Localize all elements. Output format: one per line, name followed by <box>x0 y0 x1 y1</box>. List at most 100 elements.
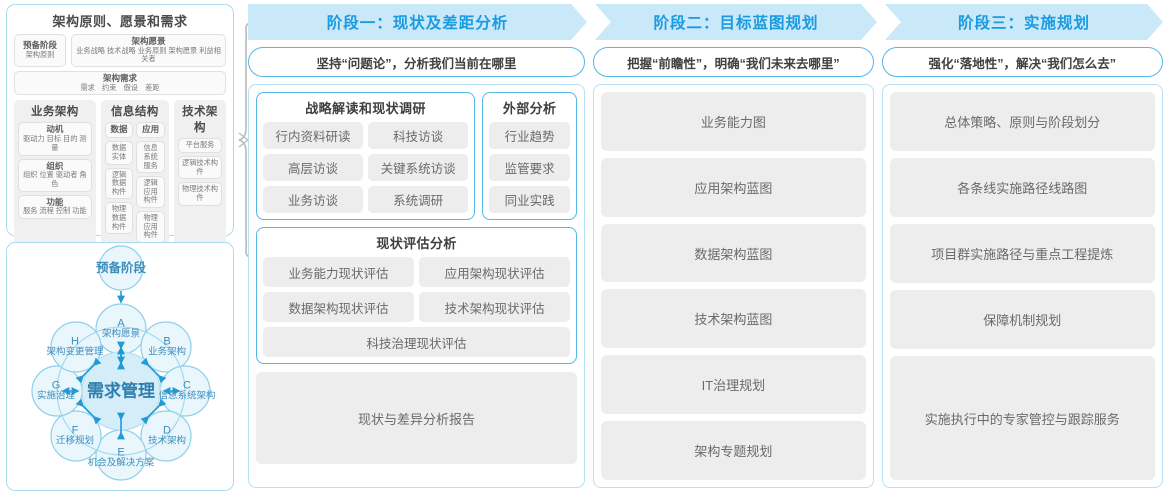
phase-3-block[interactable]: 各条线实施路径线路图 <box>889 158 1155 218</box>
chip-item[interactable]: 应用架构现状评估 <box>419 257 571 287</box>
cell-sub: 信息系统服务 <box>143 143 158 170</box>
chip-item[interactable]: 高层访谈 <box>263 154 364 181</box>
cell-sub: 驱动力 目标 目的 测量 <box>23 134 87 152</box>
cell-head: 应用 <box>142 124 160 135</box>
chip-item[interactable]: 科技治理现状评估 <box>263 327 571 357</box>
cell-logical-technology-component: 逻辑技术构件 <box>177 156 222 180</box>
cell-sub: 需求 约束 假设 差距 <box>80 82 160 92</box>
cell-architecture-vision: 架构愿景 业务战略 技术战略 业务原则 架构愿景 利益相关者 <box>71 34 226 68</box>
phase-banner-title: 阶段一：现状及差距分析 <box>326 15 509 32</box>
togaf-domain-columns: 业务架构 动机 驱动力 目标 目的 测量 组织 组织 位置 驱动者 角色 功能 <box>14 100 226 247</box>
phase-2-block[interactable]: 应用架构蓝图 <box>601 157 866 217</box>
subcolumn-data: 数据 数据实体 逻辑数据构件 物理数据构件 <box>104 122 134 243</box>
chip-item[interactable]: 业务访谈 <box>263 186 364 213</box>
left-column: 架构原则、愿景和需求 预备阶段 架构原则 架构愿景 业务战略 技术战略 业务原则… <box>6 4 253 495</box>
chip-item[interactable]: 同业实践 <box>489 186 571 213</box>
chip-item[interactable]: 监管要求 <box>489 154 571 181</box>
cell-application: 应用 <box>136 122 165 139</box>
chip-item[interactable]: 业务能力现状评估 <box>263 257 415 287</box>
cell-head: 动机 <box>46 124 64 135</box>
adm-cycle-graphic <box>31 245 211 481</box>
cell-head: 架构需求 <box>102 73 137 84</box>
phase-1-report-block[interactable]: 现状与差异分析报告 <box>256 372 578 464</box>
phase-2-block[interactable]: IT治理规划 <box>601 355 866 415</box>
phase-3-block[interactable]: 实施执行中的专家管控与跟踪服务 <box>889 356 1155 480</box>
card-strategy-research: 战略解读和现状调研 行内资料研读 科技访谈 高层访谈 关键系统访谈 业务访谈 系… <box>256 92 476 220</box>
cell-sub: 业务战略 技术战略 业务原则 架构愿景 利益相关者 <box>76 45 221 64</box>
chip-item[interactable]: 科技访谈 <box>368 122 469 149</box>
phase-3-body: 总体策略、原则与阶段划分 各条线实施路径线路图 项目群实施路径与重点工程提炼 保… <box>881 84 1163 488</box>
chip-item[interactable]: 数据架构现状评估 <box>263 292 415 322</box>
cell-sub: 物理数据构件 <box>111 204 127 231</box>
card-item-grid: 业务能力现状评估 应用架构现状评估 数据架构现状评估 技术架构现状评估 科技治理… <box>263 257 571 357</box>
card-current-state-assessment: 现状评估分析 业务能力现状评估 应用架构现状评估 数据架构现状评估 技术架构现状… <box>256 227 578 364</box>
card-item-grid: 行内资料研读 科技访谈 高层访谈 关键系统访谈 业务访谈 系统调研 <box>263 122 469 213</box>
cell-sub: 逻辑技术构件 <box>182 158 218 176</box>
phase-column-3: 强化“落地性”，解决“我们怎么去” 总体策略、原则与阶段划分 各条线实施路径线路… <box>881 47 1163 488</box>
cell-organization: 组织 组织 位置 驱动者 角色 <box>18 158 92 192</box>
chip-item[interactable]: 行内资料研读 <box>263 122 364 149</box>
phase-column-1: 坚持“问题论”，分析我们当前在哪里 战略解读和现状调研 行内资料研读 科技访谈 … <box>248 47 586 488</box>
phase-banner-title: 阶段二：目标蓝图规划 <box>653 15 819 32</box>
togaf-band-vision: 预备阶段 架构原则 架构愿景 业务战略 技术战略 业务原则 架构愿景 利益相关者 <box>14 34 226 68</box>
cell-sub: 平台服务 <box>185 140 215 150</box>
phase-2-block[interactable]: 业务能力图 <box>601 92 866 151</box>
phase-columns: 阶段一：现状及差距分析 阶段二：目标蓝图规划 阶段三：实施规划 坚持“问题论”，… <box>248 4 1163 495</box>
phase-2-block[interactable]: 架构专题规划 <box>601 421 866 480</box>
phase-banner-1: 阶段一：现状及差距分析 <box>248 4 587 40</box>
phase-2-block[interactable]: 技术架构蓝图 <box>601 289 866 349</box>
cell-sub: 服务 流程 控制 功能 <box>23 206 87 216</box>
adm-cycle-panel: 预备阶段 需求管理 A 架构愿景 B 业务架构 C 信息系统架构 D 技术架构 … <box>6 242 234 491</box>
cell-sub: 组织 位置 驱动者 角色 <box>23 170 87 188</box>
chip-item[interactable]: 系统调研 <box>368 186 469 213</box>
cell-data: 数据 <box>104 122 134 139</box>
column-title: 技术架构 <box>182 106 218 135</box>
phase-content-row: 坚持“问题论”，分析我们当前在哪里 战略解读和现状调研 行内资料研读 科技访谈 … <box>248 47 1163 488</box>
column-title: 信息结构 <box>111 106 159 119</box>
cell-architecture-requirements: 架构需求 需求 约束 假设 差距 <box>14 71 226 96</box>
phase-banner-3: 阶段三：实施规划 <box>885 4 1163 40</box>
cell-head: 预备阶段 <box>22 40 57 51</box>
phase-2-body: 业务能力图 应用架构蓝图 数据架构蓝图 技术架构蓝图 IT治理规划 架构专题规划 <box>593 84 874 488</box>
phase-3-block[interactable]: 保障机制规划 <box>889 290 1155 350</box>
phase-3-block[interactable]: 总体策略、原则与阶段划分 <box>889 92 1155 152</box>
chip-item[interactable]: 行业趋势 <box>489 122 571 149</box>
card-title: 现状评估分析 <box>376 236 457 251</box>
cell-physical-technology-component: 物理技术构件 <box>177 182 222 206</box>
cell-head: 组织 <box>46 160 64 171</box>
phase-column-2: 把握“前瞻性”，明确“我们未来去哪里” 业务能力图 应用架构蓝图 数据架构蓝图 … <box>593 47 874 488</box>
phase-banner-2: 阶段二：目标蓝图规划 <box>595 4 877 40</box>
chip-item[interactable]: 关键系统访谈 <box>368 154 469 181</box>
togaf-content-framework-panel: 架构原则、愿景和需求 预备阶段 架构原则 架构愿景 业务战略 技术战略 业务原则… <box>6 4 234 295</box>
phase-1-body: 战略解读和现状调研 行内资料研读 科技访谈 高层访谈 关键系统访谈 业务访谈 系… <box>248 84 586 488</box>
card-title: 外部分析 <box>502 101 557 116</box>
adm-node-preliminary: 预备阶段 <box>95 260 146 275</box>
cell-sub: 架构原则 <box>25 50 55 60</box>
togaf-framework-title: 架构原则、愿景和需求 <box>52 14 188 29</box>
cell-logical-application-component: 逻辑应用构件 <box>136 176 165 209</box>
cell-motivation: 动机 驱动力 目标 目的 测量 <box>18 122 92 156</box>
column-information-structure: 信息结构 数据 数据实体 逻辑数据构件 <box>100 100 169 247</box>
cell-physical-data-component: 物理数据构件 <box>104 202 134 235</box>
phase-1-top-row: 战略解读和现状调研 行内资料研读 科技访谈 高层访谈 关键系统访谈 业务访谈 系… <box>256 92 578 220</box>
cell-head: 架构愿景 <box>131 36 166 46</box>
phase-3-block[interactable]: 项目群实施路径与重点工程提炼 <box>889 224 1155 284</box>
cell-sub: 物理应用构件 <box>143 213 158 240</box>
cell-data-entity: 数据实体 <box>104 141 134 165</box>
cell-sub: 逻辑数据构件 <box>111 169 127 196</box>
phase-3-subtitle: 强化“落地性”，解决“我们怎么去” <box>881 47 1163 77</box>
cell-platform-service: 平台服务 <box>177 138 222 154</box>
chip-item[interactable]: 技术架构现状评估 <box>419 292 571 322</box>
phase-2-subtitle: 把握“前瞻性”，明确“我们未来去哪里” <box>593 47 874 77</box>
togaf-band-requirements: 架构需求 需求 约束 假设 差距 <box>14 71 226 96</box>
cell-head: 功能 <box>46 196 64 207</box>
subcolumn-application: 应用 信息系统服务 逻辑应用构件 物理应用构件 <box>136 122 165 243</box>
cell-information-system-service: 信息系统服务 <box>136 141 165 174</box>
phase-2-block[interactable]: 数据架构蓝图 <box>601 223 866 283</box>
phase-banner-title: 阶段三：实施规划 <box>957 15 1090 32</box>
cell-preliminary-phase: 预备阶段 架构原则 <box>14 34 66 68</box>
card-item-list: 行业趋势 监管要求 同业实践 <box>489 122 571 213</box>
cell-sub: 逻辑应用构件 <box>143 178 158 205</box>
cell-head: 数据 <box>110 124 128 135</box>
